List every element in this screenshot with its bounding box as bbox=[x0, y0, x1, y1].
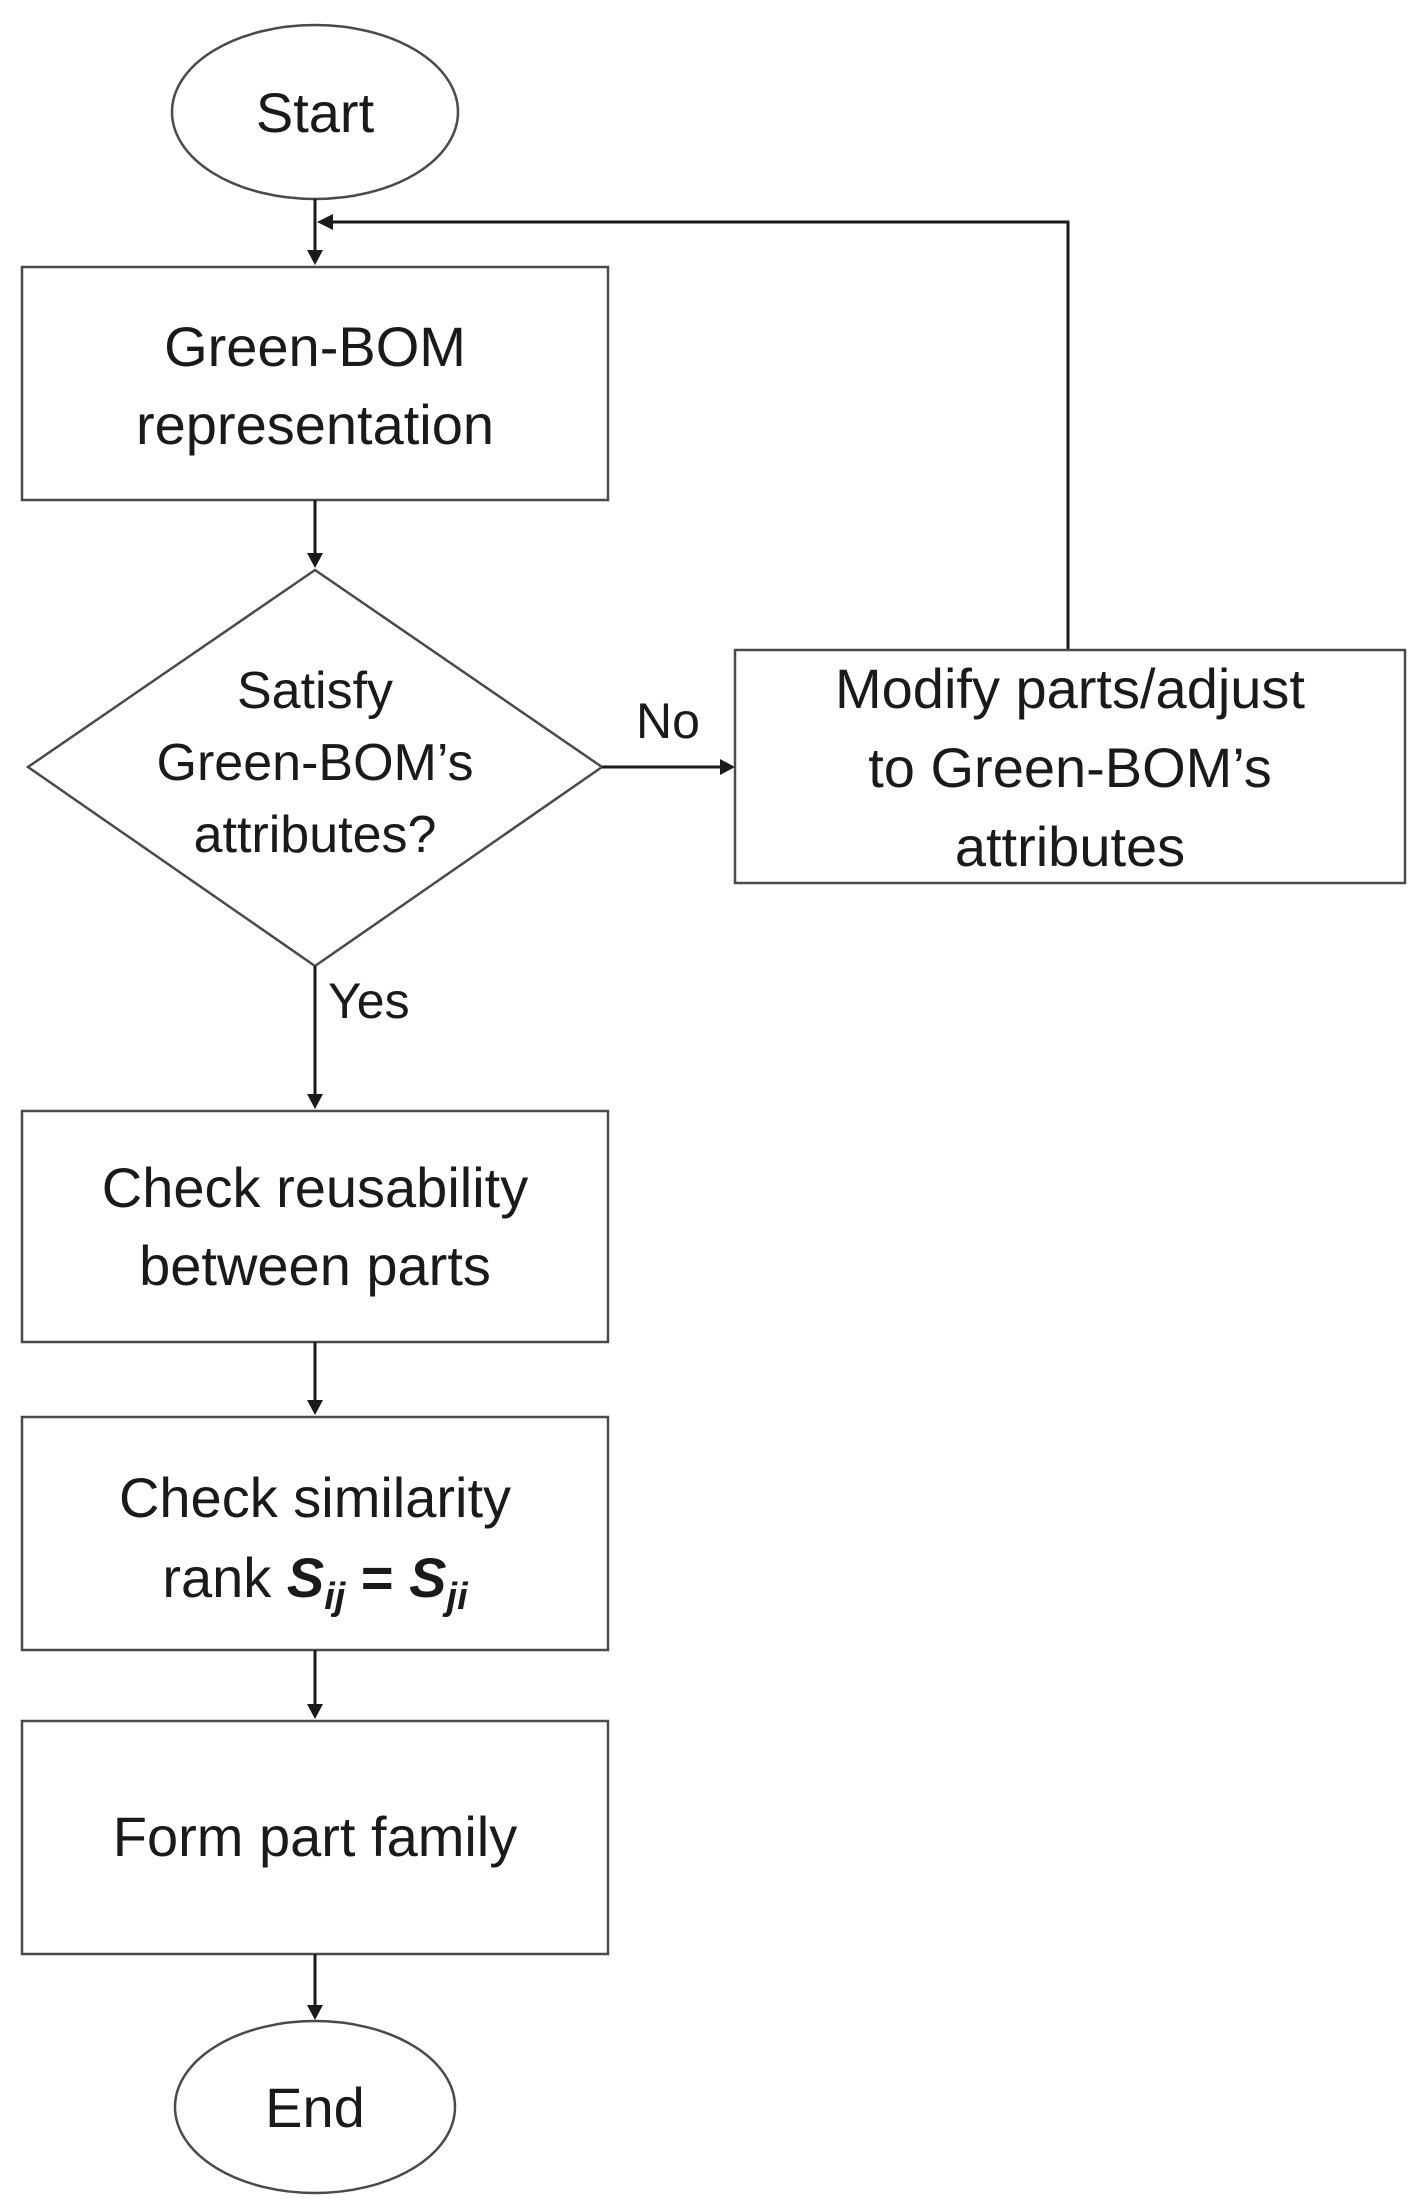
decision-node: Satisfy Green-BOM’s attributes? bbox=[25, 568, 605, 968]
similarity-box bbox=[20, 1415, 610, 1652]
end-node: End bbox=[173, 2019, 457, 2195]
similarity-rank-text: rank bbox=[162, 1546, 287, 1609]
start-node: Start bbox=[170, 23, 460, 201]
modify-box bbox=[733, 648, 1407, 885]
edge-label-no: No bbox=[636, 693, 700, 749]
decision-label-line-1: Satisfy bbox=[237, 662, 393, 720]
reusability-node: Check reusability between parts bbox=[20, 1109, 610, 1344]
modify-node: Modify parts/adjust to Green-BOM’s attri… bbox=[733, 648, 1407, 885]
start-label: Start bbox=[256, 81, 375, 144]
similarity-symbol-s-right: S bbox=[409, 1546, 446, 1609]
similarity-label-line-1: Check similarity bbox=[119, 1466, 511, 1529]
arrowhead bbox=[307, 553, 323, 568]
arrowhead bbox=[307, 2005, 323, 2020]
green-bom-box bbox=[20, 265, 610, 502]
green-bom-label-line-1: Green-BOM bbox=[164, 315, 466, 378]
arrowhead bbox=[307, 1704, 323, 1719]
arrowhead bbox=[720, 759, 735, 775]
decision-label-line-3: attributes? bbox=[194, 806, 437, 864]
green-bom-node: Green-BOM representation bbox=[20, 265, 610, 502]
similarity-symbol-s-left: S bbox=[287, 1546, 324, 1609]
arrowhead bbox=[307, 1400, 323, 1415]
end-ellipse bbox=[173, 2019, 457, 2195]
similarity-equals: = bbox=[345, 1546, 409, 1609]
decision-label-line-2: Green-BOM’s bbox=[157, 734, 474, 792]
arrowhead bbox=[317, 214, 333, 230]
part-family-label: Form part family bbox=[113, 1805, 518, 1868]
similarity-node: Check similarity rank Sij = Sji bbox=[20, 1415, 610, 1652]
similarity-subscript-ij: ij bbox=[324, 1576, 347, 1618]
similarity-label-line-2: rank Sij = Sji bbox=[162, 1546, 469, 1618]
arrowhead bbox=[307, 1094, 323, 1109]
reusability-box bbox=[20, 1109, 610, 1344]
end-label: End bbox=[265, 2076, 365, 2139]
edge-modify-loop-back bbox=[332, 220, 1070, 650]
edge-label-yes: Yes bbox=[328, 973, 410, 1029]
part-family-node: Form part family bbox=[20, 1719, 610, 1956]
green-bom-label-line-2: representation bbox=[136, 393, 494, 456]
reusability-label-line-2: between parts bbox=[139, 1234, 491, 1297]
modify-label-line-3: attributes bbox=[955, 815, 1185, 878]
similarity-subscript-ji: ji bbox=[442, 1576, 470, 1618]
modify-label-line-2: to Green-BOM’s bbox=[868, 736, 1272, 799]
reusability-label-line-1: Check reusability bbox=[102, 1156, 528, 1219]
arrowhead bbox=[307, 250, 323, 265]
part-family-box bbox=[20, 1719, 610, 1956]
modify-label-line-1: Modify parts/adjust bbox=[835, 657, 1305, 720]
